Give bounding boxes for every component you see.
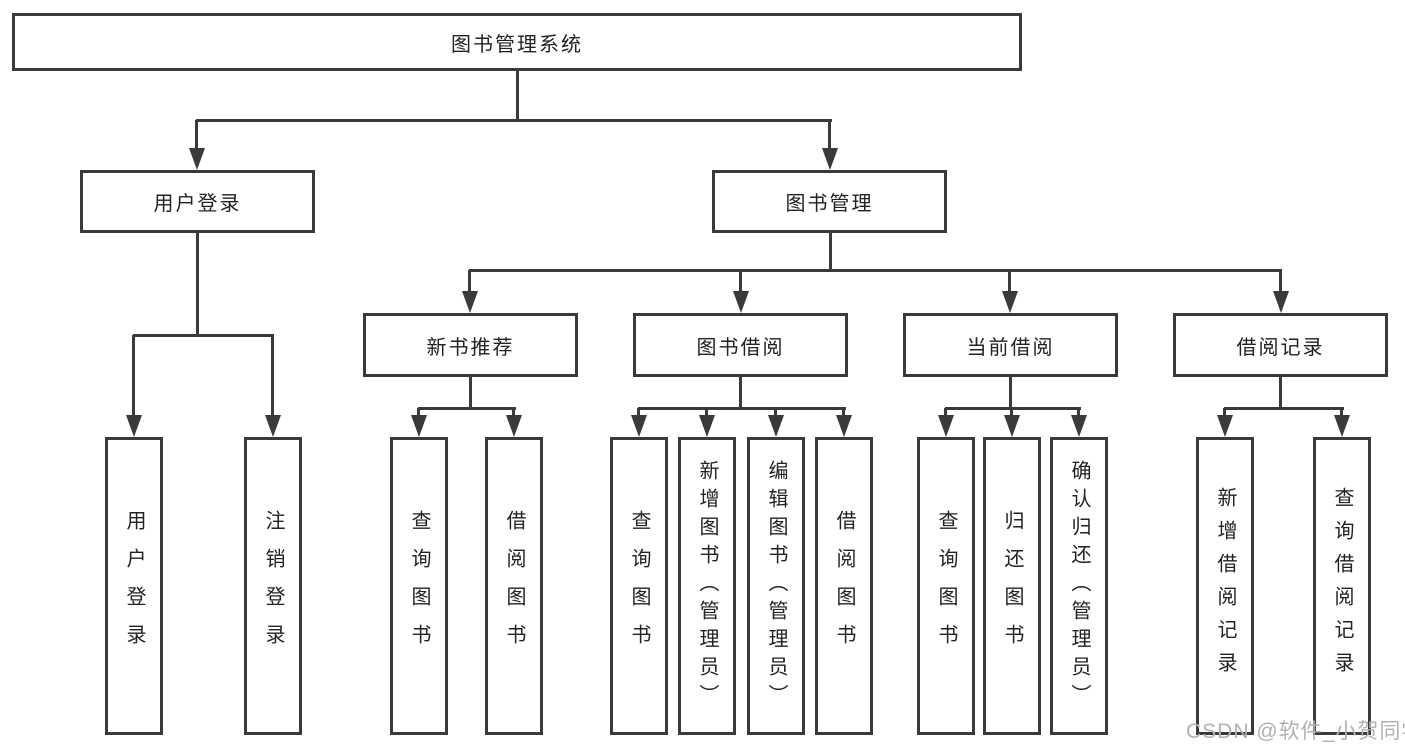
connector-borrow-record-bar — [1224, 407, 1344, 410]
arrow-down-icon — [822, 120, 838, 170]
arrow-down-icon — [1002, 270, 1018, 313]
arrow-down-icon — [1334, 408, 1350, 437]
node-root: 图书管理系统 — [12, 13, 1022, 71]
leaf-add-borrow-record: 新增借阅记录 — [1196, 437, 1254, 735]
arrow-down-icon — [938, 408, 954, 437]
leaf-edit-book-admin: 编辑图书（管理员） — [747, 437, 805, 735]
leaf-borrow-book: 借阅图书 — [815, 437, 873, 735]
node-new-book-recommend: 新书推荐 — [363, 313, 578, 377]
arrow-down-icon — [462, 270, 478, 313]
leaf-query-book-current: 查询图书 — [917, 437, 975, 735]
connector-book-borrow-bar — [638, 407, 846, 410]
connector-book-management-bar — [469, 269, 1282, 272]
arrow-down-icon — [699, 408, 715, 437]
arrow-down-icon — [265, 335, 281, 437]
connector-borrow-record-stem — [1279, 377, 1282, 409]
arrow-down-icon — [126, 335, 142, 437]
connector-book-management-stem — [829, 233, 832, 272]
connector-user-login-stem — [196, 233, 199, 336]
connector-new-book-bar — [418, 407, 516, 410]
arrow-down-icon — [506, 408, 522, 437]
connector-new-book-stem — [469, 377, 472, 409]
leaf-borrow-book-recommend: 借阅图书 — [485, 437, 543, 735]
connector-current-borrow-bar — [945, 407, 1081, 410]
arrow-down-icon — [1217, 408, 1233, 437]
leaf-query-book-borrow: 查询图书 — [610, 437, 668, 735]
arrow-down-icon — [1071, 408, 1087, 437]
leaf-user-login: 用户登录 — [105, 437, 163, 735]
arrow-down-icon — [1004, 408, 1020, 437]
connector-current-borrow-stem — [1009, 377, 1012, 409]
leaf-add-book-admin: 新增图书（管理员） — [678, 437, 736, 735]
arrow-down-icon — [836, 408, 852, 437]
leaf-confirm-return-admin: 确认归还（管理员） — [1050, 437, 1108, 735]
arrow-down-icon — [768, 408, 784, 437]
leaf-logout-login: 注销登录 — [244, 437, 302, 735]
node-book-management: 图书管理 — [712, 170, 947, 233]
connector-root-bar — [196, 119, 832, 122]
node-borrow-record: 借阅记录 — [1173, 313, 1388, 377]
watermark-text: CSDN @软件_小贺同学 — [1186, 720, 1405, 743]
leaf-query-book-recommend: 查询图书 — [390, 437, 448, 735]
node-user-login: 用户登录 — [80, 170, 315, 233]
arrow-down-icon — [411, 408, 427, 437]
connector-user-login-bar — [133, 334, 274, 337]
connector-book-borrow-stem — [739, 377, 742, 409]
arrow-down-icon — [189, 120, 205, 170]
leaf-query-borrow-record: 查询借阅记录 — [1313, 437, 1371, 735]
connector-root-stem — [516, 71, 519, 121]
arrow-down-icon — [1273, 270, 1289, 313]
arrow-down-icon — [631, 408, 647, 437]
node-current-borrow: 当前借阅 — [903, 313, 1118, 377]
arrow-down-icon — [733, 270, 749, 313]
leaf-return-book: 归还图书 — [983, 437, 1041, 735]
node-book-borrow: 图书借阅 — [633, 313, 848, 377]
